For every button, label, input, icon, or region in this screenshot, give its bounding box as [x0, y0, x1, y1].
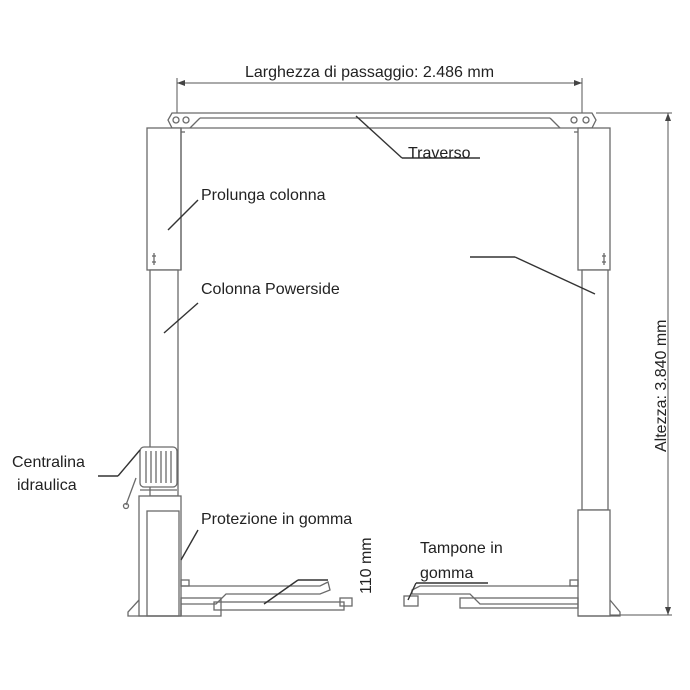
hydraulic-unit [122, 446, 178, 510]
left-arm [180, 579, 353, 617]
right-arm [403, 579, 579, 609]
pad-label-line2: gomma [420, 565, 473, 582]
width-label: Larghezza di passaggio: 2.486 mm [245, 64, 494, 81]
crossbar-label: Traverso [408, 145, 471, 162]
left-column [127, 127, 182, 617]
leader-lines [98, 115, 596, 605]
hydraulic-label-line1: Centralina [12, 454, 85, 471]
height-label: Altezza: 3.840 mm [653, 320, 670, 453]
width-dimension [176, 78, 583, 118]
guard-label: Protezione in gomma [201, 511, 352, 528]
arm-height-label: 110 mm [358, 537, 375, 594]
right-column [577, 127, 621, 617]
pad-label-line1: Tampone in [420, 540, 503, 557]
extension-label: Prolunga colonna [201, 187, 326, 204]
height-dimension [596, 112, 672, 616]
crossbar [167, 112, 597, 133]
hydraulic-label-line2: idraulica [17, 477, 77, 494]
column-label: Colonna Powerside [201, 281, 340, 298]
